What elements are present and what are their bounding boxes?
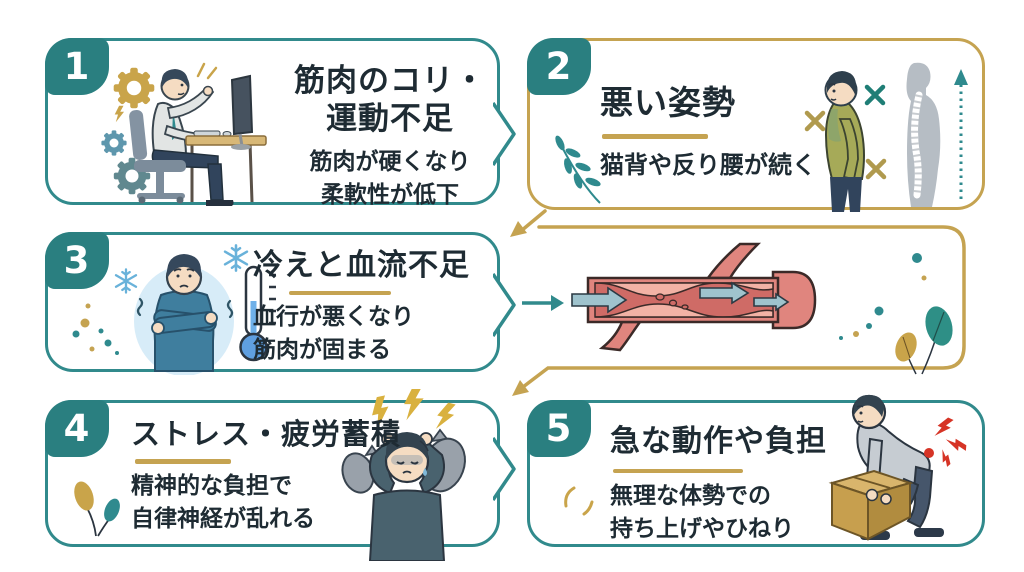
lightning-bolt-icon xyxy=(434,400,457,433)
step-number: 4 xyxy=(63,406,90,450)
snowflake-icon xyxy=(223,244,249,272)
connector-arrow-middle-to-box5 xyxy=(512,225,966,396)
step-number: 1 xyxy=(63,44,90,88)
step-text: ストレス・疲労蓄積 精神的な負担で 自律神経が乱れる xyxy=(131,417,401,537)
step-number: 2 xyxy=(545,44,572,88)
connector-arrow-box3-to-vessel xyxy=(522,295,564,311)
pain-flash-icon xyxy=(924,414,967,468)
step-description: 血行が悪くなり 筋肉が固まる xyxy=(253,304,414,364)
gear-icon xyxy=(101,130,127,156)
spark-icon xyxy=(196,62,218,80)
step-number-badge: 4 xyxy=(44,399,109,457)
step-title: 冷えと血流不足 xyxy=(253,248,470,283)
step-number: 3 xyxy=(63,238,90,282)
leaf-icon xyxy=(74,481,120,537)
step-number-badge: 1 xyxy=(44,37,109,95)
connector-arrow-box2-to-box3 xyxy=(510,209,547,237)
step-text: 急な動作や負担 無理な体勢での 持ち上げやひねり xyxy=(610,424,827,547)
title-underline xyxy=(602,134,708,139)
step-description: 猫背や反り腰が続く xyxy=(600,150,816,179)
desk-worker-illustration xyxy=(101,62,267,206)
blood-flow-arrows xyxy=(571,281,790,314)
step-card-2: 2 悪い姿勢 猫背や反り腰が続く xyxy=(526,37,985,212)
narrowed-blood-vessel-illustration xyxy=(571,242,817,352)
step-text: 冷えと血流不足 血行が悪くなり 筋肉が固まる xyxy=(253,248,470,368)
leaf-icon xyxy=(555,135,601,204)
shivering-cold-illustration xyxy=(72,244,276,375)
decor-curve-marks xyxy=(564,486,594,516)
sweat-drop xyxy=(423,468,427,476)
step-card-5: 5 急な動作や負担 無理な体勢での 持ち上げやひねり xyxy=(526,394,985,547)
arrow-right-pointer-icon xyxy=(493,437,516,501)
lifting-box-illustration xyxy=(828,394,967,541)
lightning-bolt-icon xyxy=(404,389,424,421)
step-description: 精神的な負担で 自律神経が乱れる xyxy=(131,472,315,533)
step-description: 無理な体勢での 持ち上げやひねり xyxy=(610,483,794,543)
lightning-bolt-icon xyxy=(114,105,125,123)
snowflake-icon xyxy=(114,268,138,294)
step-title: ストレス・疲労蓄積 xyxy=(131,417,402,451)
arrow-right-pointer-icon xyxy=(493,102,516,166)
step-text: 悪い姿勢 猫背や反り腰が続く xyxy=(600,83,816,183)
step-text: 筋肉のコリ・ 運動不足 筋肉が硬くなり 柔軟性が低下 xyxy=(270,63,510,212)
step-card-4: 4 ストレス・疲労蓄積 精神的な負担で 自律神経が乱れる xyxy=(44,389,516,561)
step-title: 急な動作や負担 xyxy=(610,424,827,459)
step-number-badge: 5 xyxy=(526,399,591,457)
step-card-3: 3 冷えと血流不足 血行が悪くなり 筋肉が固まる xyxy=(44,231,516,375)
gear-icon xyxy=(113,67,155,109)
step-number-badge: 3 xyxy=(44,231,109,289)
stressed-headache-illustration xyxy=(341,389,466,561)
shiver-marks xyxy=(136,297,234,319)
step-description: 筋肉が硬くなり 柔軟性が低下 xyxy=(309,148,471,208)
decor-dots xyxy=(839,253,927,340)
step-number-badge: 2 xyxy=(526,37,591,95)
cardboard-box xyxy=(828,469,914,541)
x-mark-icon xyxy=(867,87,883,103)
thermometer-icon xyxy=(239,265,276,362)
arrow-right-pointer-icon xyxy=(493,273,516,337)
step-title: 筋肉のコリ・ 運動不足 xyxy=(294,63,486,137)
x-mark-icon xyxy=(868,161,884,177)
slouching-posture-illustration xyxy=(798,62,968,212)
title-underline xyxy=(135,459,231,464)
step-card-1: 1 筋肉のコリ・ 運動不足 筋肉が硬くなり 柔軟性が低下 xyxy=(44,37,516,208)
decor-dots xyxy=(72,303,119,355)
title-underline xyxy=(289,290,391,296)
title-underline xyxy=(613,468,743,474)
step-title: 悪い姿勢 xyxy=(600,83,736,122)
leaf-icon xyxy=(895,306,953,375)
dotted-up-arrow-icon xyxy=(954,69,968,199)
step-number: 5 xyxy=(545,406,572,450)
